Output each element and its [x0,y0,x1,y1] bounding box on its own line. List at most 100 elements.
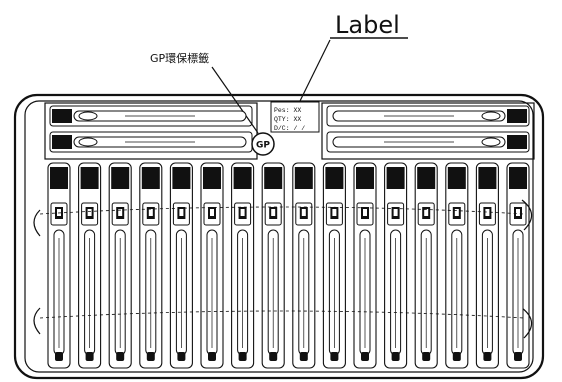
bottom-pocket-foot [299,352,308,361]
top-pocket [49,105,253,127]
gp-leader-line [211,66,259,134]
bottom-pocket [139,162,163,369]
bottom-pocket-window-inner [516,209,520,216]
bottom-pocket-foot [238,352,247,361]
bottom-pocket-foot [146,352,155,361]
bottom-pocket-outline [139,162,163,369]
bottom-pocket-window-inner [271,209,276,216]
bottom-pocket-window-inner [148,209,153,216]
top-pocket-cap [507,109,527,123]
bottom-pocket-outline [506,162,530,369]
gp-badge-text: GP [256,141,270,151]
bottom-pocket-cap [233,167,252,189]
bottom-pocket-outline [231,162,255,369]
bottom-pocket-foot [269,352,278,361]
bottom-pocket-window-inner [118,209,123,216]
bottom-pocket [445,162,469,369]
bottom-pocket-outline [200,162,224,369]
bottom-pocket-outline [322,162,346,369]
bottom-pocket-window-inner [332,209,337,216]
top-pocket-knob [78,137,98,147]
bottom-pocket [169,162,193,369]
label-tag-line-1: Pes: XX [274,107,301,114]
bottom-pocket [322,162,346,369]
bottom-pocket-outline [445,162,469,369]
top-pocket-knob [78,111,98,121]
top-pocket-outline [326,131,530,153]
bottom-pocket-cap [325,167,344,189]
bottom-pocket [414,162,438,369]
bottom-pocket-cap [447,167,466,189]
left-side-arc-lower [33,307,41,335]
label-tag: Pes: XX QTY: XX D/C: / / [270,101,320,133]
bottom-pocket-outline [414,162,438,369]
bottom-pocket [200,162,224,369]
bottom-pocket-outline [353,162,377,369]
bottom-pocket-foot [391,352,400,361]
bottom-pocket-cap [478,167,497,189]
bottom-pocket-cap [294,167,313,189]
bottom-pocket-window-inner [301,209,306,216]
bottom-pocket-cap [50,167,68,189]
bottom-pocket-outline [78,162,102,369]
top-pocket-outline [49,105,253,127]
bottom-pocket-foot [55,352,63,361]
right-side-arc [521,199,533,231]
gp-badge: GP [251,132,275,156]
bottom-pocket-window-inner [424,209,429,216]
bottom-pocket-cap [386,167,405,189]
bottom-pocket-window-inner [485,209,490,216]
top-pocket-cap [507,135,527,149]
top-pocket-cap [52,109,72,123]
top-pockets-group [49,105,530,153]
top-pocket-outline [326,105,530,127]
bottom-pocket [231,162,255,369]
bottom-pocket [475,162,499,369]
top-pocket-cap [52,135,72,149]
bottom-pocket-cap [509,167,527,189]
bottom-pocket-window-inner [454,209,459,216]
bottom-pocket-cap [172,167,191,189]
label-tag-line-2: QTY: XX [274,116,301,123]
bottom-pocket-foot [483,352,492,361]
bottom-pocket-outline [169,162,193,369]
top-pocket-knob [481,137,501,147]
bottom-pocket [506,162,530,369]
label-callout-title: Label [335,11,400,39]
bottom-pocket-cap [203,167,221,189]
bottom-pocket-window-inner [240,209,245,216]
bottom-pocket-outline [292,162,316,369]
upper-guide-curve [39,206,525,215]
top-right-compartment [321,102,535,160]
bottom-pocket [78,162,102,369]
left-side-arc [33,209,41,237]
bottom-pocket-window-inner [87,209,92,216]
bottom-pocket [261,162,285,369]
label-tag-line-3: D/C: / / [274,125,305,132]
bottom-pocket [384,162,408,369]
bottom-pocket-foot [514,352,522,361]
bottom-pocket-foot [361,352,369,361]
bottom-pocket-cap [111,167,130,189]
bottom-pocket-outline [475,162,499,369]
gp-badge-circle [251,132,275,156]
top-pocket-knob [481,111,501,121]
bottom-pocket-outline [108,162,132,369]
top-pocket [326,105,530,127]
bottom-pocket-outline [47,162,71,369]
bottom-pocket-foot [330,352,339,361]
bottom-pocket [108,162,132,369]
top-pocket [326,131,530,153]
top-pocket [49,131,253,153]
bottom-pocket-window-inner [57,209,61,216]
bottom-pocket-window-inner [393,209,398,216]
bottom-pocket-foot [208,352,216,361]
bottom-pocket-foot [85,352,94,361]
tray-inner-outline [24,100,534,373]
bottom-pocket-cap [80,167,99,189]
bottom-pocket [47,162,71,369]
bottom-pocket-window-inner [179,209,184,216]
label-tag-box [270,101,320,133]
right-side-arc-lower [521,307,533,339]
